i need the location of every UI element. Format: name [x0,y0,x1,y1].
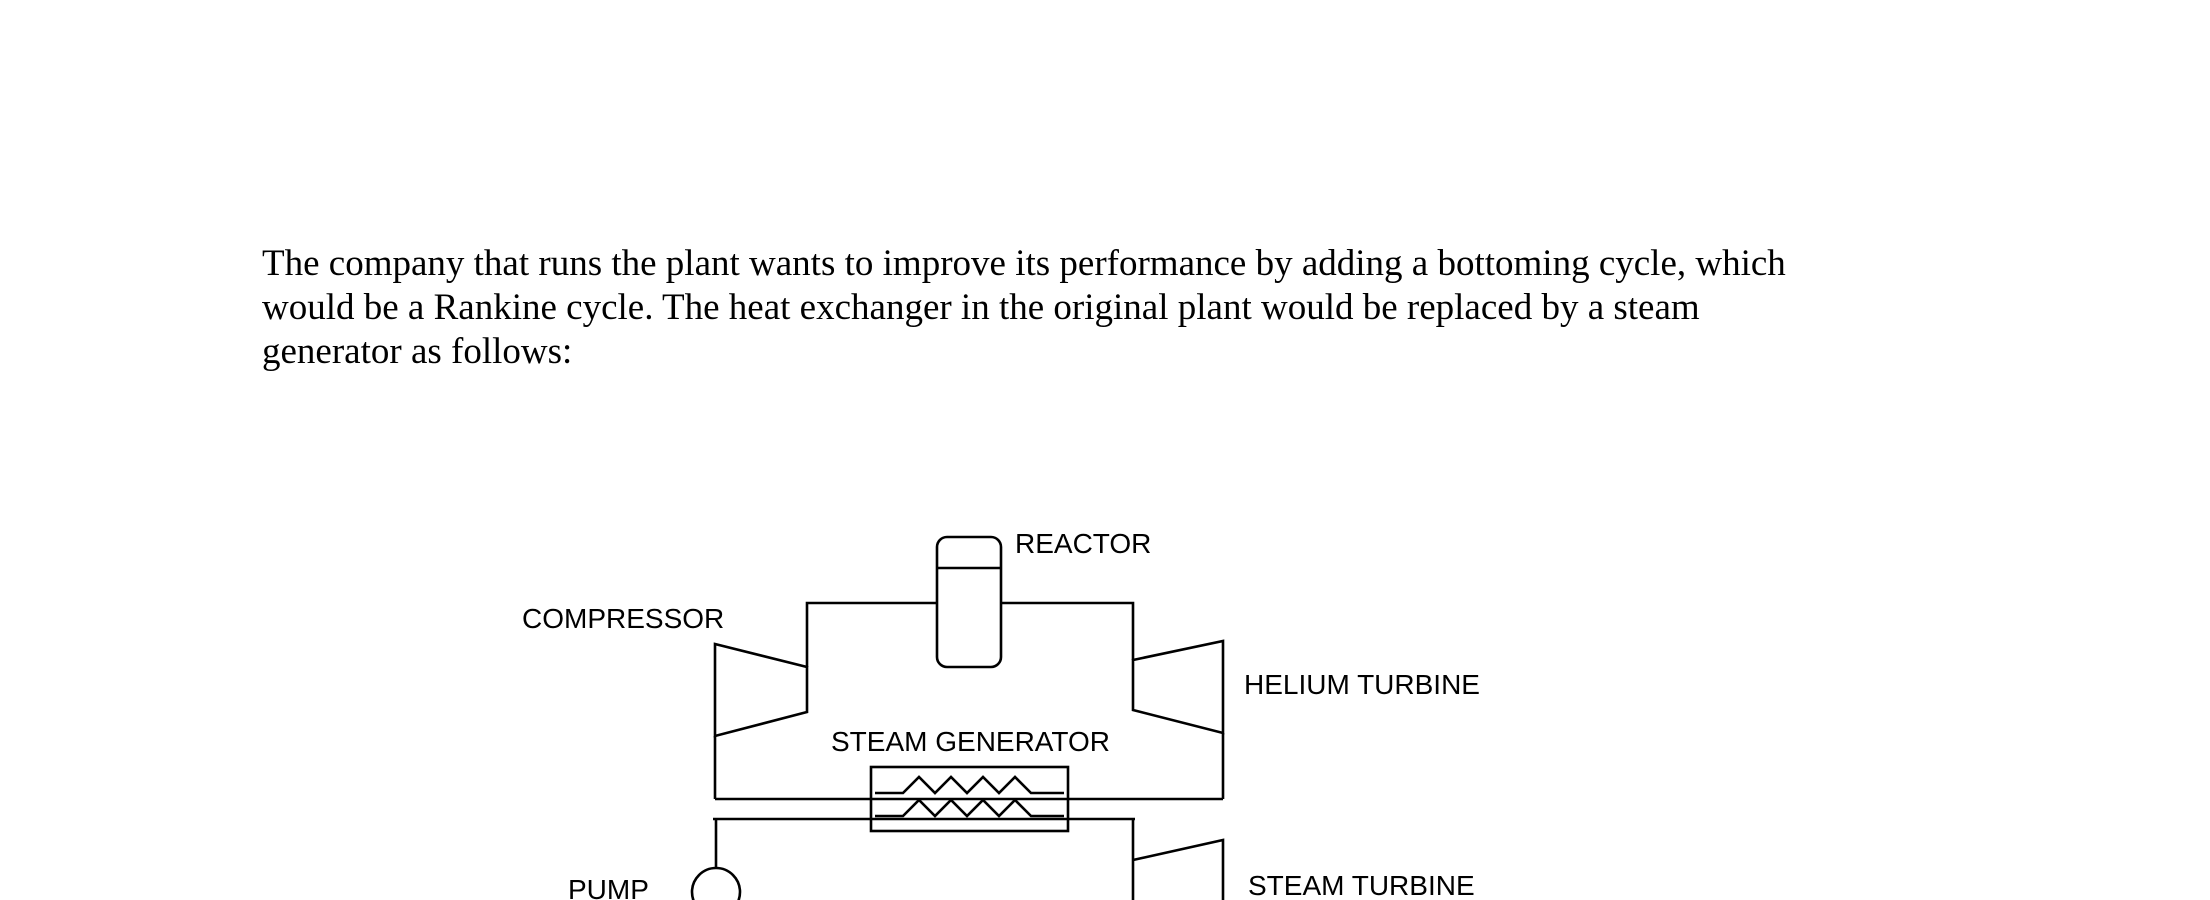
paragraph-line-1: The company that runs the plant wants to… [262,243,1786,284]
steam-generator-coil-upper [875,775,1064,795]
helium-loop-piping [713,601,1225,801]
paragraph-line-3: generator as follows: [262,331,573,372]
pipe-reactor-to-helium-turbine [1001,601,1135,660]
label-pump: PUMP [568,874,649,900]
paragraph-line-2: would be a Rankine cycle. The heat excha… [262,287,1700,328]
steam-generator-coil-lower [875,798,1064,818]
compressor [713,642,809,738]
steam-generator-shell [869,765,1070,833]
label-steam-turbine: STEAM TURBINE [1248,870,1475,900]
label-compressor: COMPRESSOR [522,603,724,634]
label-steam-generator: STEAM GENERATOR [831,726,1110,757]
steam-turbine [1132,838,1225,900]
reactor [935,535,1003,669]
helium-turbine [1131,639,1225,735]
pump [690,866,742,900]
label-reactor: REACTOR [1015,528,1151,559]
body-paragraph: The company that runs the plant wants to… [262,242,1962,374]
label-helium-turbine: HELIUM TURBINE [1244,669,1480,700]
pipe-compressor-to-reactor [805,601,937,667]
steam-generator [869,765,1070,833]
reactor-vessel [935,535,1003,669]
